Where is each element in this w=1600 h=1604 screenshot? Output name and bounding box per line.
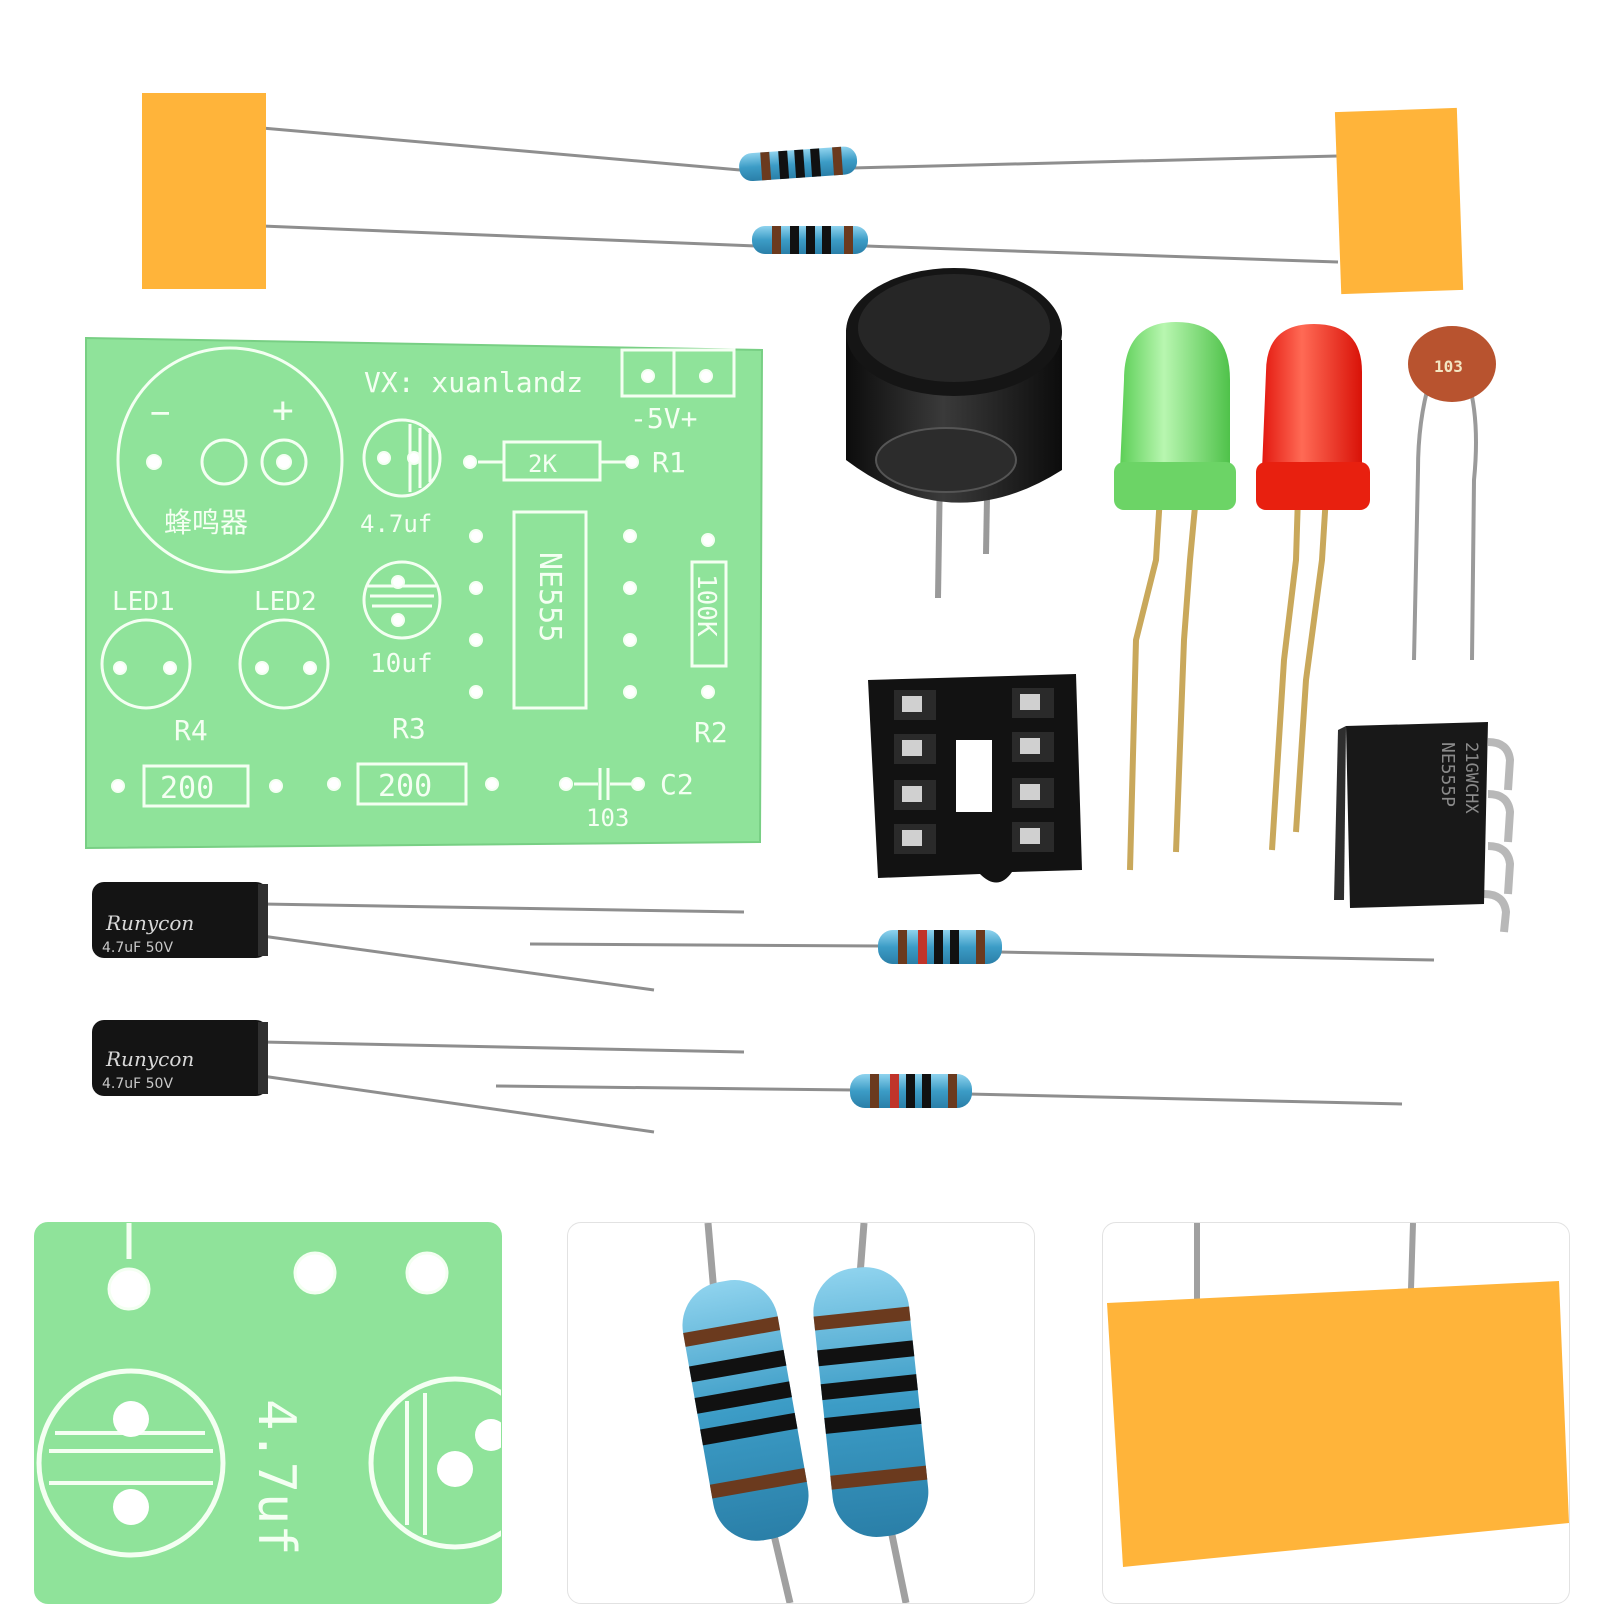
ceramic-cap-label: 103 xyxy=(1434,357,1463,376)
pcb-led2-label: LED2 xyxy=(254,587,317,617)
pcb-plus-label: + xyxy=(272,390,294,431)
tape-resistors xyxy=(142,93,1464,295)
pcb-r4-value: 200 xyxy=(160,771,214,806)
detail-resistors-closeup xyxy=(567,1222,1035,1604)
cap1-brand: Runycon xyxy=(105,911,194,935)
detail-tape-closeup xyxy=(1102,1222,1570,1604)
electrolytic-cap-2: Runycon 4.7uF 50V xyxy=(92,1020,745,1134)
detail-pcb-closeup: 4.7uf xyxy=(34,1222,502,1604)
cap1-rating: 4.7uF 50V xyxy=(102,940,173,956)
tape-left xyxy=(142,93,266,289)
pcb-cap2-label: 10uf xyxy=(370,649,433,679)
pcb-cap1-label: 4.7uf xyxy=(360,510,432,538)
pcb-board: − + 蜂鸣器 VX: xuanlandz -5V+ 4.7uf 10uf 2K xyxy=(85,336,764,850)
component-kit-scene: − + 蜂鸣器 VX: xuanlandz -5V+ 4.7uf 10uf 2K xyxy=(85,93,1515,1134)
pcb-r4-label: R4 xyxy=(174,714,208,747)
pcb-r2-label: R2 xyxy=(694,716,728,749)
resistor-top-1 xyxy=(739,146,858,182)
buzzer xyxy=(846,268,1062,599)
pcb-vx-label: VX: xuanlandz xyxy=(364,366,583,399)
resistor-loose-1 xyxy=(529,930,1435,964)
pcb-led1-label: LED1 xyxy=(112,587,175,617)
pcb-minus-label: − xyxy=(150,393,170,433)
pcb-ic-label: NE555 xyxy=(532,552,567,642)
pcb-r1-label: R1 xyxy=(652,446,686,479)
cap2-brand: Runycon xyxy=(105,1047,194,1071)
ic-socket xyxy=(868,674,1082,883)
ic-code: 21GWCHX xyxy=(1461,742,1481,814)
tape-right xyxy=(1334,107,1464,295)
ne555-chip: 21GWCHX NE555P xyxy=(1334,722,1515,933)
pcb-power-label: -5V+ xyxy=(630,402,697,435)
pcb-buzzer-label: 蜂鸣器 xyxy=(164,506,248,539)
pcb-r1-value: 2K xyxy=(528,450,557,478)
pcb-c2-value: 103 xyxy=(586,804,629,832)
red-led xyxy=(1256,324,1370,851)
closeup-cap-label: 4.7uf xyxy=(246,1399,306,1556)
pcb-r2-value: 100K xyxy=(691,574,721,637)
ceramic-capacitor: 103 xyxy=(1408,326,1496,661)
resistor-top-2 xyxy=(752,226,868,254)
green-led xyxy=(1114,322,1236,871)
cap2-rating: 4.7uF 50V xyxy=(102,1076,173,1092)
resistor-loose-2 xyxy=(495,1074,1403,1108)
pcb-c2-label: C2 xyxy=(660,768,694,801)
pcb-r3-label: R3 xyxy=(392,712,426,745)
electrolytic-cap-1: Runycon 4.7uF 50V xyxy=(92,882,745,992)
ic-label: NE555P xyxy=(1437,742,1458,807)
pcb-r3-value: 200 xyxy=(378,769,432,804)
